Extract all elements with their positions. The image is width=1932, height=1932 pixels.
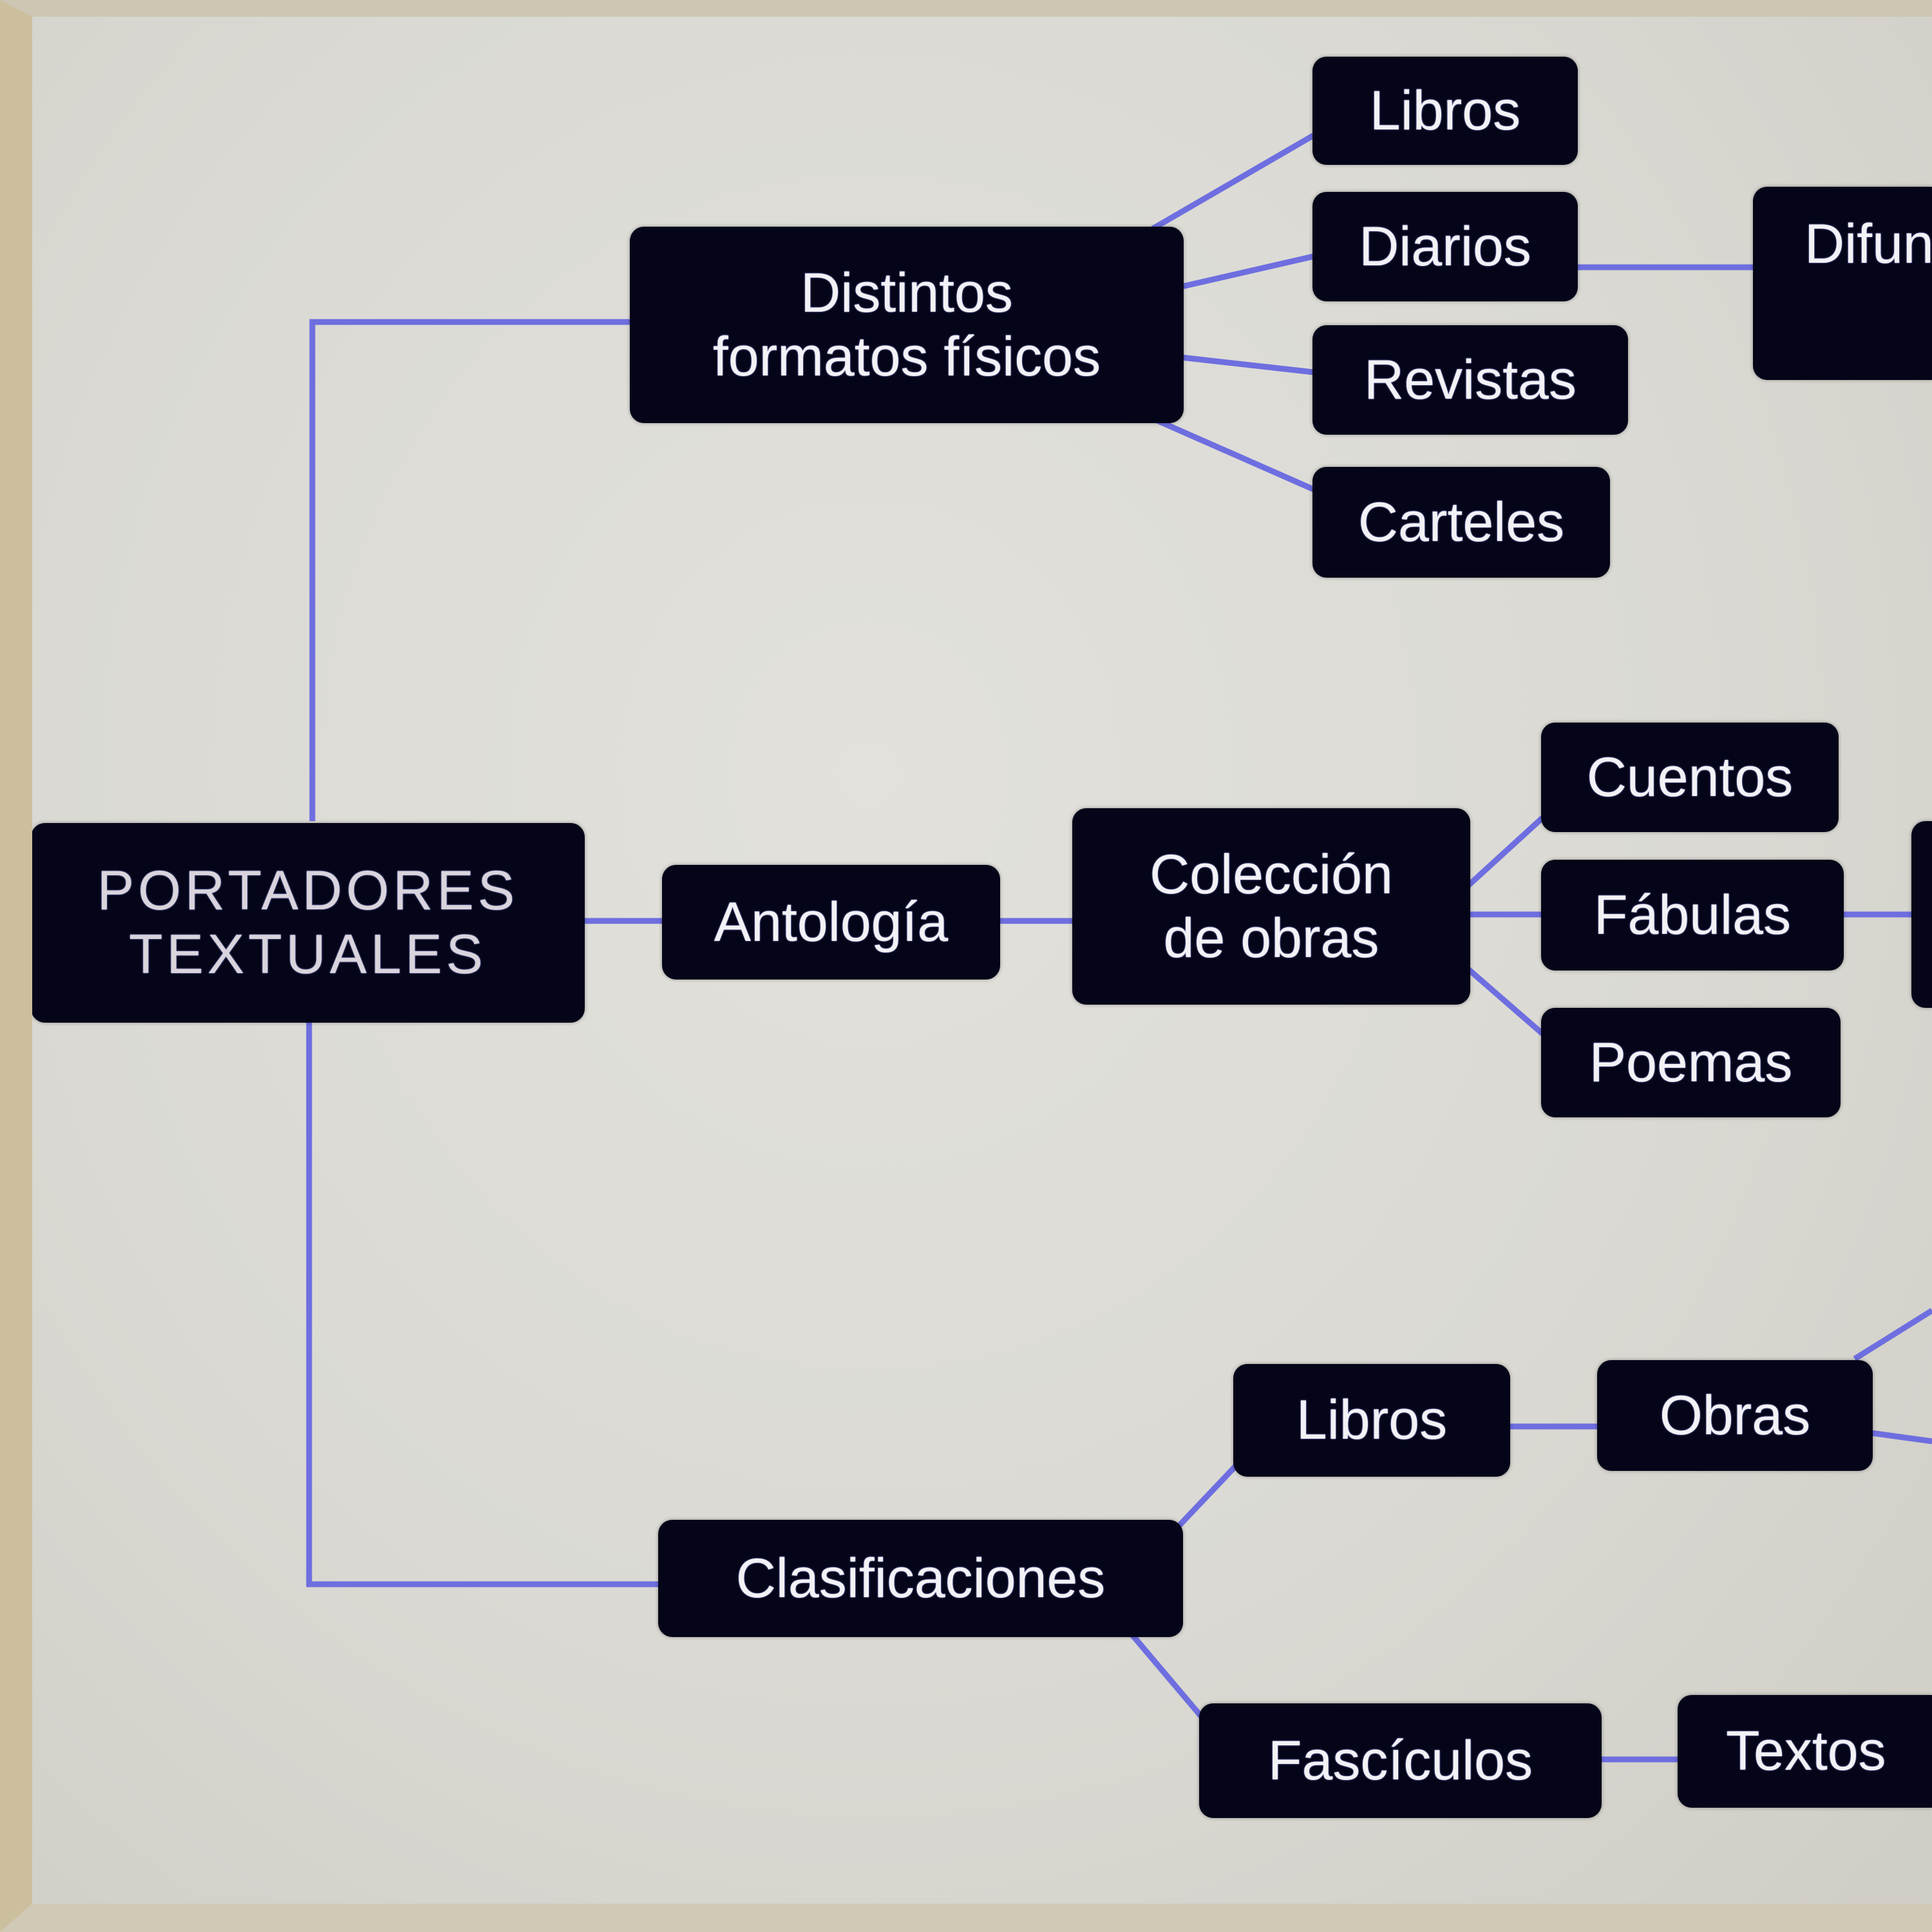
link-obras-right-up (1853, 1308, 1932, 1361)
link-obras-right (1870, 1430, 1932, 1444)
node-fabulas: Fábulas (1541, 860, 1844, 971)
node-poemas: Poemas (1541, 1008, 1841, 1117)
node-textos-partial: Textos (1678, 1695, 1932, 1808)
link-clasificaciones-libros (1176, 1463, 1239, 1529)
root-node: PORTADORES TEXTUALES (31, 823, 585, 1023)
link-root-distintos (309, 319, 631, 821)
node-obras: Obras (1597, 1360, 1873, 1471)
node-diarios: Diarios (1312, 192, 1578, 301)
node-cuentos: Cuentos (1541, 723, 1839, 832)
node-clasificaciones: Clasificaciones (658, 1520, 1183, 1637)
node-libros-bottom: Libros (1233, 1364, 1510, 1477)
node-antologia: Antología (662, 865, 1000, 980)
link-coleccion-cuentos (1466, 815, 1545, 888)
link-distintos-diarios (1180, 253, 1315, 290)
link-root-clasificaciones (306, 1018, 660, 1587)
node-difun-partial: Difun (1753, 187, 1932, 380)
node-libros-top: Libros (1312, 57, 1578, 165)
link-distintos-libros (1151, 133, 1316, 231)
node-coleccion-obras: Colección de obras (1072, 808, 1470, 1005)
link-coleccion-poemas (1466, 967, 1544, 1036)
link-clasificaciones-fasciculos (1128, 1631, 1204, 1718)
node-fabulas-right-partial (1911, 821, 1932, 1008)
link-distintos-carteles (1151, 415, 1315, 493)
link-distintos-revistas (1181, 354, 1314, 375)
node-distintos-formatos: Distintos formatos físicos (630, 227, 1184, 423)
node-revistas: Revistas (1312, 325, 1628, 435)
node-fasciculos: Fascículos (1199, 1703, 1602, 1818)
node-carteles: Carteles (1312, 467, 1610, 578)
